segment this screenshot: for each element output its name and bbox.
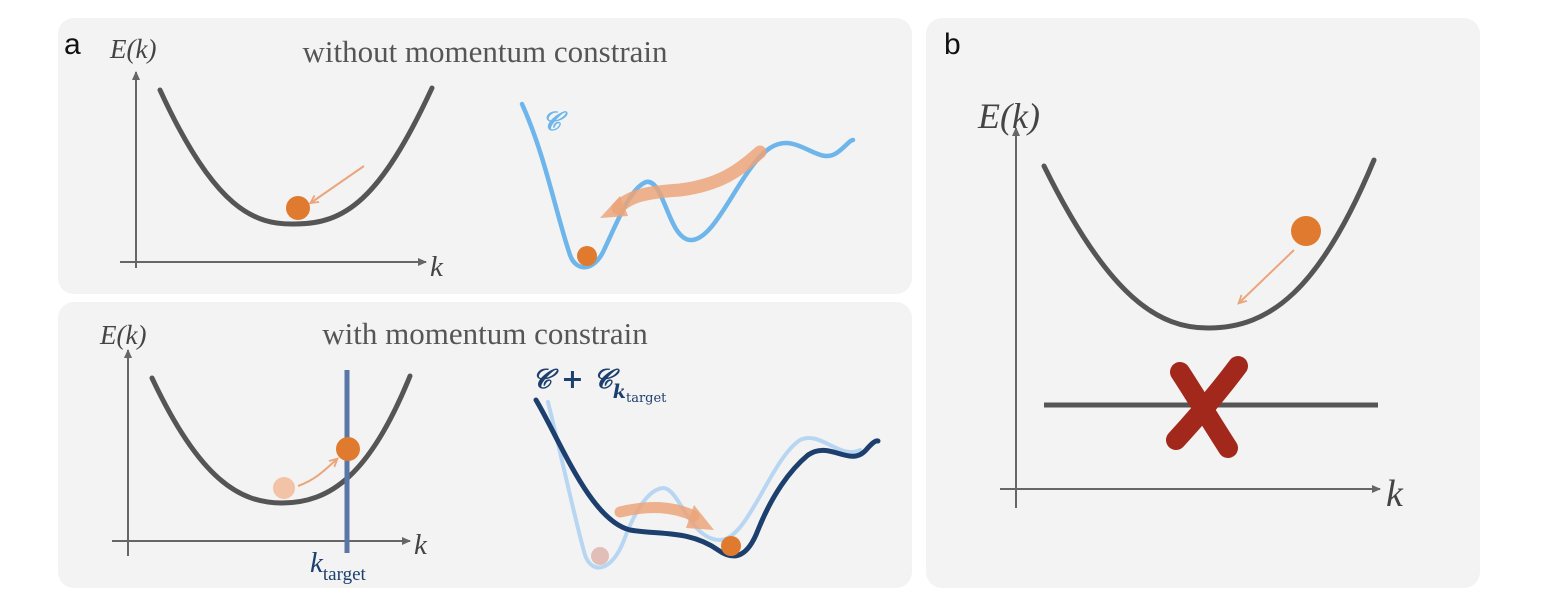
panel-a-bottom-landscape xyxy=(533,397,881,570)
constrained-landscape-label: 𝒞 + 𝒞ktarget xyxy=(532,364,667,406)
panel-b-label: b xyxy=(944,28,961,61)
descent-arrow xyxy=(611,145,767,215)
panel-a-top-plot xyxy=(120,71,435,268)
ball xyxy=(721,536,741,556)
landscape-label: 𝒞 xyxy=(542,107,568,137)
panel-a-top xyxy=(58,18,912,294)
ball-faded xyxy=(273,477,295,499)
jump-arrow xyxy=(297,460,336,487)
loss-landscape-curve xyxy=(519,101,856,270)
energy-curve xyxy=(149,373,413,506)
ball xyxy=(577,246,597,266)
energy-curve xyxy=(1041,157,1377,331)
panel-b-y-label: E(k) xyxy=(977,96,1040,136)
panel-b-plot xyxy=(1000,127,1381,508)
transfer-arrow-head xyxy=(686,505,714,530)
panel-a-top-title: without momentum constrain xyxy=(302,34,668,69)
transfer-arrow xyxy=(614,501,700,522)
ball xyxy=(1291,216,1321,246)
ball-faded xyxy=(591,547,609,565)
descent-arrow-head xyxy=(600,196,628,218)
energy-curve xyxy=(157,85,435,227)
roll-arrow xyxy=(312,165,365,202)
ball xyxy=(336,437,360,461)
panel-a-bottom-title: with momentum constrain xyxy=(322,316,648,351)
panel-a-top-landscape xyxy=(519,101,856,270)
cross-mark xyxy=(1166,356,1248,458)
panel-a-bottom-y-label: E(k) xyxy=(99,320,146,350)
panel-b xyxy=(926,18,1480,588)
k-target-sub: target xyxy=(323,564,367,585)
panel-a-label: a xyxy=(64,28,81,61)
panel-a-top-y-label: E(k) xyxy=(109,34,156,64)
constrained-landscape-label-sub-target: target xyxy=(626,391,667,406)
k-target-main: k xyxy=(310,547,324,579)
panel-a-bottom-plot xyxy=(112,349,413,556)
panel-a-top-x-label: k xyxy=(430,251,444,283)
constrained-landscape-label-main: 𝒞 + 𝒞 xyxy=(532,364,620,395)
panel-b-x-label: k xyxy=(1386,473,1404,515)
constrained-landscape-curve xyxy=(533,397,881,559)
panel-a-bottom-x-label: k xyxy=(414,529,428,561)
roll-arrow xyxy=(1240,249,1295,302)
k-target-label: ktarget xyxy=(310,547,367,585)
ball xyxy=(286,196,310,220)
original-landscape-curve xyxy=(546,400,862,570)
constrained-landscape-label-sub-k: k xyxy=(613,381,626,403)
